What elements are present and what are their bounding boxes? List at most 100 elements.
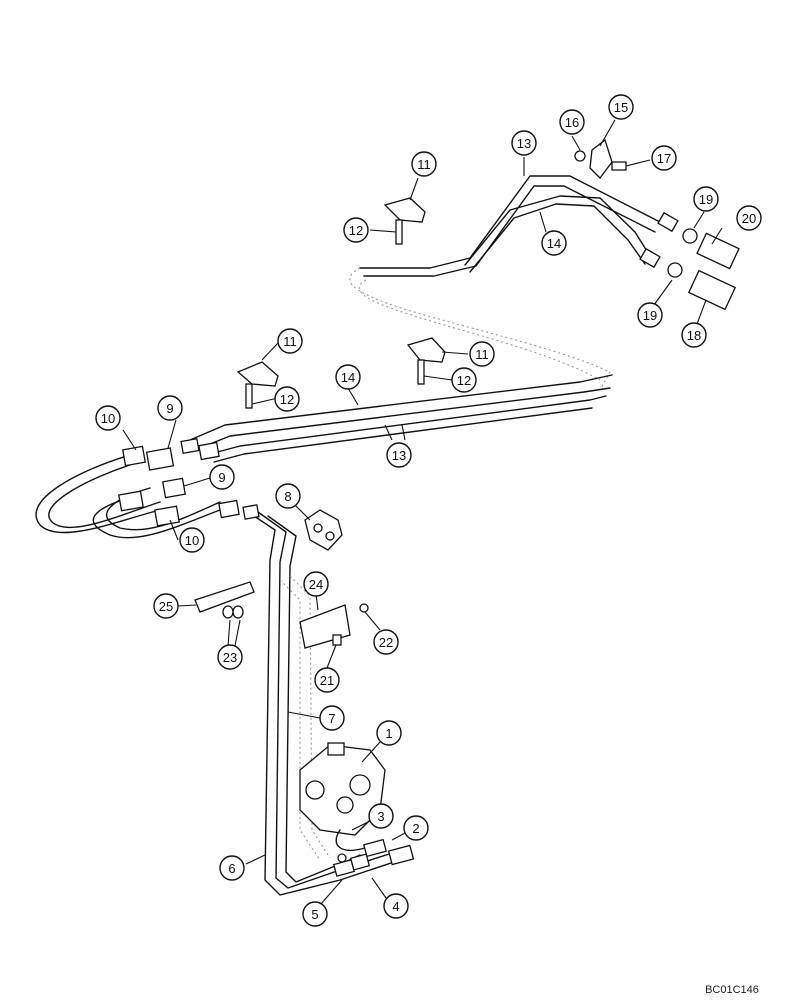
callout-label: 19 — [643, 308, 657, 323]
callout-circle — [319, 705, 345, 731]
callout-c24: 24 — [303, 571, 329, 597]
callout-circle — [411, 151, 437, 177]
callout-circle — [637, 302, 663, 328]
callout-c12b: 12 — [274, 386, 300, 412]
vertical-tube-assembly — [244, 509, 411, 896]
callout-c13a: 13 — [511, 130, 537, 156]
callout-label: 13 — [517, 136, 531, 151]
hose-fittings — [118, 437, 260, 527]
upper-clamp — [383, 197, 426, 245]
callout-label: 7 — [328, 711, 335, 726]
callout-label: 5 — [311, 907, 318, 922]
callout-label: 2 — [412, 821, 419, 836]
callout-circle — [511, 130, 537, 156]
callout-label: 9 — [166, 401, 173, 416]
callout-label: 25 — [159, 599, 173, 614]
callout-label: 21 — [320, 673, 334, 688]
callout-c17: 17 — [651, 145, 677, 171]
callout-label: 20 — [742, 211, 756, 226]
callout-circle — [373, 629, 399, 655]
callout-label: 9 — [218, 470, 225, 485]
callout-label: 11 — [283, 334, 297, 349]
callout-circle — [541, 230, 567, 256]
callout-c1: 1 — [376, 720, 402, 746]
callout-circle — [693, 186, 719, 212]
callout-circle — [451, 367, 477, 393]
callout-circle — [608, 94, 634, 120]
callout-label: 11 — [417, 157, 431, 172]
callout-c16: 16 — [559, 109, 585, 135]
callout-circle — [302, 901, 328, 927]
callout-circle — [383, 893, 409, 919]
callout-c12c: 12 — [451, 367, 477, 393]
callout-c8: 8 — [275, 483, 301, 509]
callout-c15: 15 — [608, 94, 634, 120]
callout-circle — [368, 803, 394, 829]
callout-c10b: 10 — [179, 527, 205, 553]
callout-c11b: 11 — [277, 328, 303, 354]
callout-c5: 5 — [302, 901, 328, 927]
leader-lines — [122, 119, 723, 906]
callout-c6: 6 — [219, 855, 245, 881]
clamp-bracket-24 — [299, 603, 369, 649]
callout-label: 18 — [687, 328, 701, 343]
callout-c11c: 11 — [469, 341, 495, 367]
callout-label: 13 — [392, 448, 406, 463]
callout-circle — [469, 341, 495, 367]
callout-circle — [314, 667, 340, 693]
upper-tube-assembly — [349, 175, 661, 391]
upper-bracket — [574, 138, 627, 179]
callout-label: 10 — [101, 411, 115, 426]
callout-label: 19 — [699, 192, 713, 207]
callout-c3: 3 — [368, 803, 394, 829]
callout-c11a: 11 — [411, 151, 437, 177]
callout-label: 11 — [475, 347, 489, 362]
callout-label: 24 — [309, 577, 323, 592]
callout-c9b: 9 — [209, 464, 235, 490]
callout-circle — [95, 405, 121, 431]
callout-circle — [209, 464, 235, 490]
callout-label: 4 — [392, 899, 399, 914]
drawing-code-label: BC01C146 — [705, 984, 759, 996]
callout-label: 16 — [565, 115, 579, 130]
callout-circle — [376, 720, 402, 746]
callout-circle — [386, 442, 412, 468]
callout-c2: 2 — [403, 815, 429, 841]
callout-circle — [303, 571, 329, 597]
callout-circle — [275, 483, 301, 509]
callout-c4: 4 — [383, 893, 409, 919]
washers-23 — [222, 605, 244, 619]
callout-c7: 7 — [319, 705, 345, 731]
callout-c12a: 12 — [343, 217, 369, 243]
callout-circle — [343, 217, 369, 243]
callout-label: 14 — [341, 370, 355, 385]
callout-label: 1 — [385, 726, 392, 741]
callout-balloons: 1234567899101011111112121213131414151617… — [95, 94, 762, 927]
callout-label: 8 — [284, 489, 291, 504]
callout-label: 15 — [614, 100, 628, 115]
control-valve — [299, 742, 386, 851]
callout-label: 12 — [349, 223, 363, 238]
callout-c20: 20 — [736, 205, 762, 231]
callout-circle — [403, 815, 429, 841]
callout-label: 12 — [280, 392, 294, 407]
callout-c18: 18 — [681, 322, 707, 348]
callout-circle — [157, 395, 183, 421]
callout-label: 10 — [185, 533, 199, 548]
mid-clamp-left — [236, 361, 279, 409]
callout-circle — [219, 855, 245, 881]
callout-c19b: 19 — [637, 302, 663, 328]
tube-clamp-8 — [304, 509, 343, 551]
callout-circle — [681, 322, 707, 348]
callout-label: 17 — [657, 151, 671, 166]
callout-circle — [335, 364, 361, 390]
callout-c14a: 14 — [541, 230, 567, 256]
callout-circle — [277, 328, 303, 354]
adapter-fittings — [332, 838, 415, 877]
callout-c21: 21 — [314, 667, 340, 693]
callout-circle — [274, 386, 300, 412]
callout-circle — [651, 145, 677, 171]
callout-c19a: 19 — [693, 186, 719, 212]
